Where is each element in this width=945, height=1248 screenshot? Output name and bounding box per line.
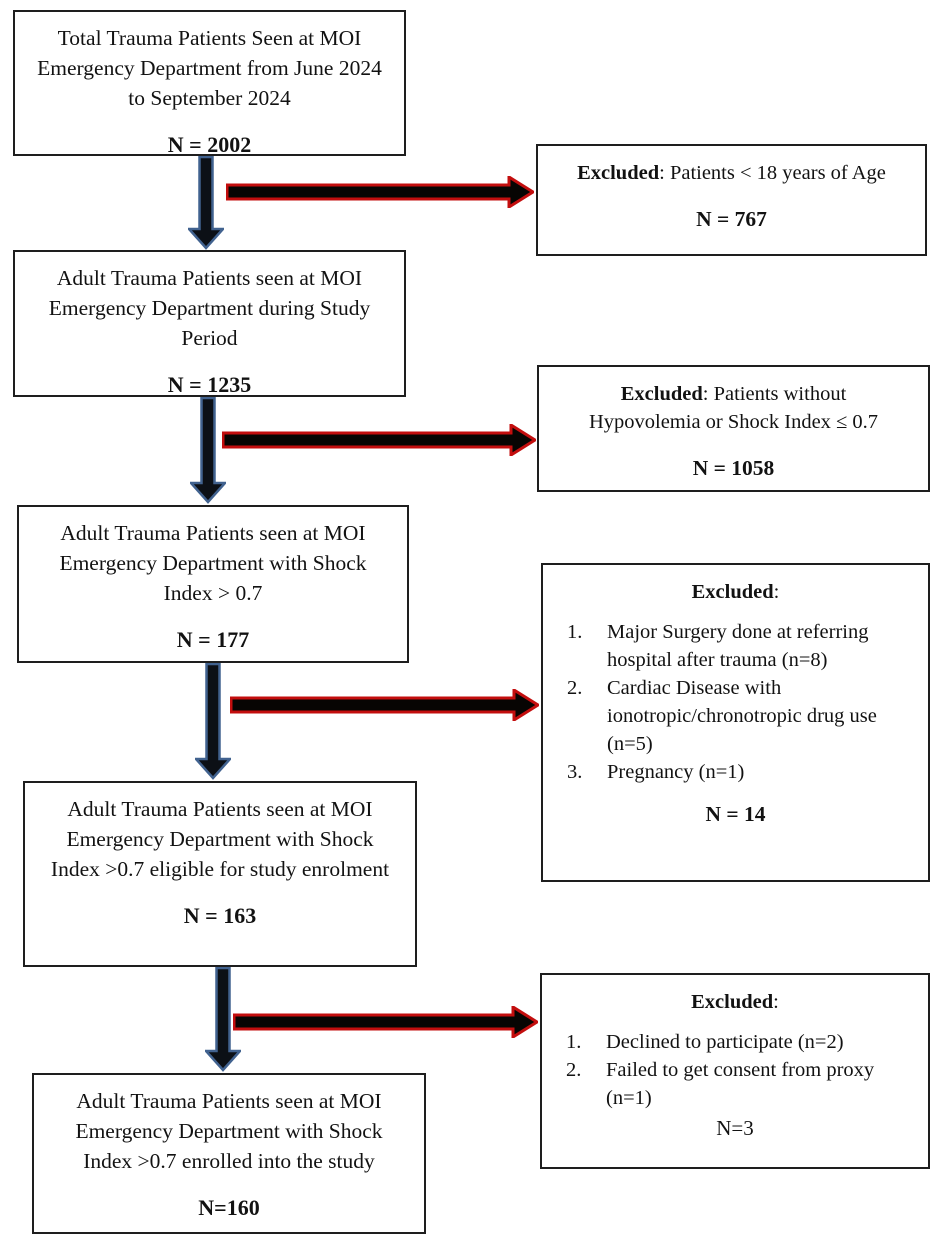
- exclusion-count: N = 14: [705, 802, 766, 826]
- item-number: 1.: [567, 621, 583, 643]
- excluded-reason: : Patients < 18 years of Age: [659, 162, 886, 184]
- exclusion-list: 1. Declined to participate (n=2) 2. Fail…: [542, 1028, 928, 1112]
- item-text: Failed to get consent from proxy (n=1): [606, 1059, 875, 1109]
- exclusion-list: 1. Major Surgery done at referring hospi…: [543, 618, 928, 786]
- exclusion-count: N=3: [716, 1116, 754, 1140]
- exclusion-heading: Excluded:: [543, 578, 928, 606]
- down-arrow-icon: [188, 156, 224, 250]
- down-arrow-icon: [190, 397, 226, 504]
- item-text: Cardiac Disease with ionotropic/chronotr…: [607, 677, 877, 755]
- item-number: 1.: [566, 1031, 582, 1053]
- item-text: Declined to participate (n=2): [606, 1031, 844, 1053]
- excluded-colon: :: [773, 991, 779, 1013]
- flow-step-box-5: Adult Trauma Patients seen at MOI Emerge…: [32, 1073, 426, 1234]
- exclusion-heading: Excluded:: [542, 988, 928, 1016]
- step-description: Adult Trauma Patients seen at MOI Emerge…: [50, 797, 390, 881]
- step-count: N = 163: [183, 903, 257, 928]
- exclude-arrow-icon: [222, 424, 536, 456]
- excluded-label: Excluded: [577, 162, 660, 184]
- excluded-label: Excluded: [691, 581, 774, 603]
- excluded-colon: :: [773, 581, 780, 603]
- list-item: 2. Cardiac Disease with ionotropic/chron…: [543, 674, 928, 758]
- step-description: Adult Trauma Patients seen at MOI Emerge…: [59, 521, 367, 605]
- step-description: Total Trauma Patients Seen at MOI Emerge…: [37, 26, 382, 110]
- step-count: N = 1235: [167, 372, 252, 397]
- item-number: 3.: [567, 761, 583, 783]
- step-count: N = 177: [176, 627, 250, 652]
- flow-step-box-2: Adult Trauma Patients seen at MOI Emerge…: [13, 250, 406, 397]
- exclusion-box-4: Excluded: 1. Declined to participate (n=…: [540, 973, 930, 1169]
- list-item: 1. Declined to participate (n=2): [542, 1028, 928, 1056]
- exclusion-count: N = 767: [696, 207, 767, 231]
- step-description: Adult Trauma Patients seen at MOI Emerge…: [48, 266, 371, 350]
- step-count: N = 2002: [167, 132, 252, 157]
- exclude-arrow-icon: [233, 1006, 538, 1038]
- item-number: 2.: [566, 1059, 582, 1081]
- excluded-label: Excluded: [691, 991, 774, 1013]
- exclude-arrow-icon: [226, 176, 534, 208]
- excluded-reason: : Patients without Hypovolemia or Shock …: [588, 383, 879, 433]
- down-arrow-icon: [205, 967, 241, 1072]
- item-number: 2.: [567, 677, 583, 699]
- exclusion-heading: Excluded: Patients < 18 years of Age: [538, 159, 925, 187]
- exclusion-box-1: Excluded: Patients < 18 years of Age N =…: [536, 144, 927, 256]
- list-item: 3. Pregnancy (n=1): [543, 758, 928, 786]
- flow-step-box-1: Total Trauma Patients Seen at MOI Emerge…: [13, 10, 406, 157]
- flow-step-box-3: Adult Trauma Patients seen at MOI Emerge…: [17, 505, 409, 663]
- exclusion-box-3: Excluded: 1. Major Surgery done at refer…: [541, 563, 930, 882]
- exclusion-box-2: Excluded: Patients without Hypovolemia o…: [537, 365, 930, 492]
- step-description: Adult Trauma Patients seen at MOI Emerge…: [75, 1089, 383, 1173]
- list-item: 1. Major Surgery done at referring hospi…: [543, 618, 928, 674]
- flow-step-box-4: Adult Trauma Patients seen at MOI Emerge…: [23, 781, 417, 967]
- down-arrow-icon: [195, 663, 231, 780]
- excluded-label: Excluded: [620, 383, 703, 405]
- exclusion-count: N = 1058: [692, 456, 775, 480]
- exclusion-heading: Excluded: Patients without Hypovolemia o…: [539, 380, 928, 436]
- item-text: Pregnancy (n=1): [607, 761, 745, 783]
- list-item: 2. Failed to get consent from proxy (n=1…: [542, 1056, 928, 1112]
- item-text: Major Surgery done at referring hospital…: [607, 621, 869, 671]
- exclude-arrow-icon: [230, 689, 539, 721]
- step-count: N=160: [198, 1195, 260, 1220]
